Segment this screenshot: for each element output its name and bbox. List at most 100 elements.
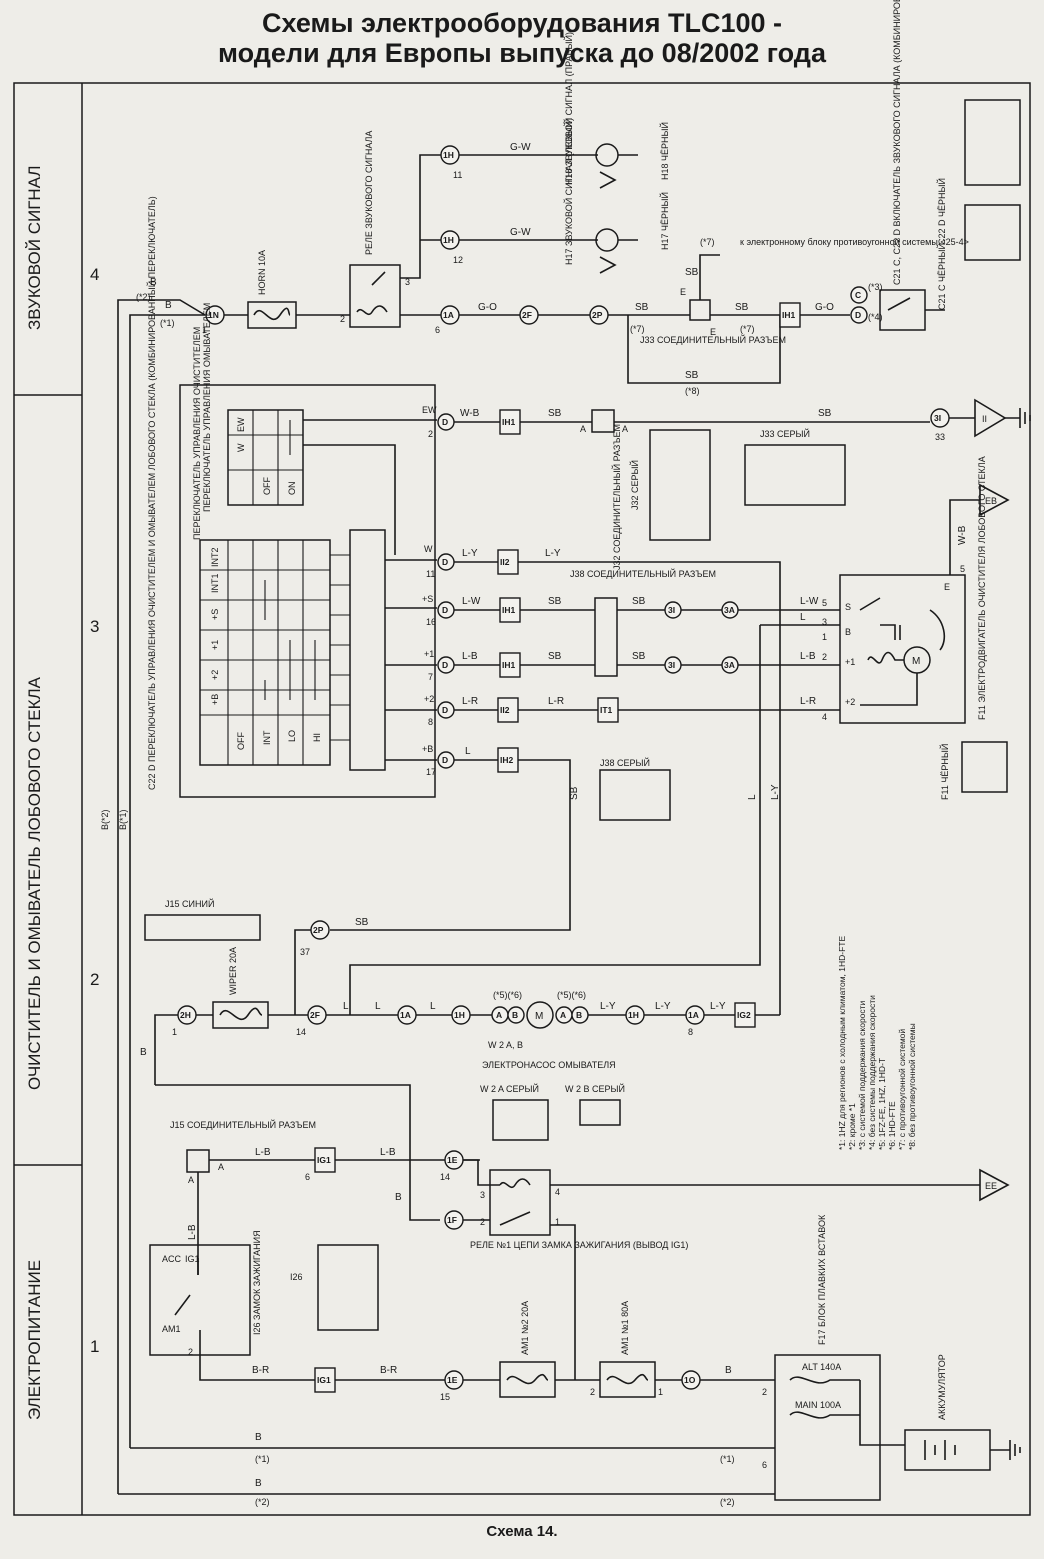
svg-text:INT2: INT2 — [210, 547, 220, 567]
c22-connector: C22 D ЧЁРНЫЙ — [936, 178, 947, 245]
f17-fusible-block — [774, 1354, 881, 1501]
pump-connector: W 2 A, B — [488, 1040, 523, 1050]
svg-text:(*2): (*2) — [255, 1497, 270, 1507]
svg-text:3I: 3I — [668, 660, 675, 670]
svg-text:(*2): (*2) — [720, 1497, 735, 1507]
j32-connector-drawing — [649, 429, 711, 541]
svg-text:*2: кроме *1: *2: кроме *1 — [847, 1103, 857, 1150]
svg-text:SB: SB — [632, 596, 646, 607]
svg-text:5: 5 — [960, 564, 965, 574]
svg-text:G-O: G-O — [815, 302, 834, 313]
svg-text:IH2: IH2 — [500, 755, 514, 765]
svg-text:EB: EB — [985, 496, 997, 506]
washer-switch-label: ПЕРЕКЛЮЧАТЕЛЬ УПРАВЛЕНИЯ ОМЫВАТЕЛЕМ — [202, 303, 212, 512]
svg-text:IG1: IG1 — [185, 1254, 200, 1264]
svg-text:II2: II2 — [500, 705, 510, 715]
svg-text:L-Y: L-Y — [545, 548, 561, 559]
svg-text:M: M — [912, 656, 920, 667]
svg-text:D: D — [442, 605, 448, 615]
svg-text:12: 12 — [453, 255, 463, 265]
svg-text:3A: 3A — [724, 605, 735, 615]
i26-connector-drawing — [317, 1244, 379, 1331]
svg-text:A: A — [622, 424, 628, 434]
svg-text:S: S — [845, 602, 851, 612]
svg-text:2: 2 — [188, 1347, 193, 1357]
svg-text:II: II — [982, 414, 987, 424]
svg-text:1: 1 — [658, 1387, 663, 1397]
horn-left — [595, 228, 619, 252]
svg-text:1A: 1A — [443, 310, 454, 320]
svg-text:8: 8 — [688, 1027, 693, 1037]
svg-text:8: 8 — [428, 717, 433, 727]
svg-text:OFF: OFF — [262, 477, 272, 495]
svg-text:ACC: ACC — [162, 1254, 182, 1264]
svg-text:L: L — [375, 1001, 381, 1012]
svg-text:(*5)(*6): (*5)(*6) — [493, 990, 522, 1000]
svg-text:D: D — [442, 557, 448, 567]
svg-text:L-R: L-R — [462, 696, 478, 707]
svg-text:*3: с системой поддержания ско: *3: с системой поддержания скорости — [857, 1000, 867, 1150]
svg-text:14: 14 — [440, 1172, 450, 1182]
svg-text:(*1): (*1) — [160, 318, 175, 328]
ignition-label: I26 ЗАМОК ЗАЖИГАНИЯ — [252, 1230, 262, 1335]
j38-connector-drawing — [599, 769, 671, 821]
svg-text:*7: с противоугонной системой: *7: с противоугонной системой — [897, 1029, 907, 1150]
wiper-motor-label: F11 ЭЛЕКТРОДВИГАТЕЛЬ ОЧИСТИТЕЛЯ ЛОБОВОГО… — [977, 456, 987, 720]
ground-ee — [979, 1168, 1010, 1202]
svg-text:(*1): (*1) — [720, 1454, 735, 1464]
svg-text:SB: SB — [548, 408, 562, 419]
j38-connector: J38 СЕРЫЙ — [600, 757, 650, 768]
svg-text:37: 37 — [300, 947, 310, 957]
svg-text:2: 2 — [428, 429, 433, 439]
c22-connector-drawing — [964, 99, 1021, 186]
svg-text:2: 2 — [590, 1387, 595, 1397]
svg-text:SB: SB — [685, 370, 699, 381]
svg-text:+B: +B — [210, 694, 220, 705]
svg-text:M: M — [535, 1011, 543, 1022]
section-wiper: ОЧИСТИТЕЛЬ И ОМЫВАТЕЛЬ ЛОБОВОГО СТЕКЛА — [25, 676, 44, 1090]
svg-text:L-B: L-B — [255, 1147, 271, 1158]
washer-pump-motor — [526, 1001, 554, 1029]
svg-text:A: A — [580, 424, 586, 434]
svg-text:1E: 1E — [447, 1375, 458, 1385]
svg-text:B: B — [165, 300, 172, 311]
svg-text:A: A — [188, 1175, 194, 1185]
svg-text:1H: 1H — [443, 150, 454, 160]
svg-text:3I: 3I — [934, 413, 941, 423]
svg-text:+1: +1 — [210, 640, 220, 650]
svg-text:7: 7 — [428, 672, 433, 682]
svg-text:2F: 2F — [310, 1010, 320, 1020]
connector-c-horn — [850, 286, 868, 304]
svg-text:E: E — [680, 287, 686, 297]
svg-text:W: W — [236, 443, 246, 452]
svg-text:3: 3 — [405, 277, 410, 287]
svg-text:1O: 1O — [684, 1375, 696, 1385]
svg-text:A: A — [560, 1010, 566, 1020]
svg-text:16: 16 — [426, 617, 436, 627]
section-horn: ЗВУКОВОЙ СИГНАЛ — [25, 165, 44, 330]
j33-connector: J33 СЕРЫЙ — [760, 428, 810, 439]
svg-text:SB: SB — [632, 651, 646, 662]
svg-text:IH1: IH1 — [782, 310, 796, 320]
svg-text:*8: без противоугонной системы: *8: без противоугонной системы — [907, 1023, 917, 1150]
svg-text:SB: SB — [635, 302, 649, 313]
svg-text:B: B — [150, 277, 157, 288]
svg-text:G-W: G-W — [510, 227, 531, 238]
svg-text:L-Y: L-Y — [462, 548, 478, 559]
switch-bus — [349, 529, 386, 771]
ignition-connector: I26 — [290, 1272, 303, 1282]
horn-relay — [349, 264, 401, 328]
svg-text:1: 1 — [555, 1217, 560, 1227]
svg-text:HI: HI — [312, 733, 322, 742]
connector-d-horn — [850, 306, 868, 324]
antitheft-label: к электронному блоку противоугонной сист… — [740, 237, 969, 247]
svg-text:B: B — [395, 1192, 402, 1203]
wiper-fuse — [212, 1001, 269, 1029]
svg-text:L-Y: L-Y — [770, 784, 781, 800]
svg-text:G-W: G-W — [510, 142, 531, 153]
svg-text:B: B — [512, 1010, 518, 1020]
wire-b-1 — [129, 314, 205, 1448]
svg-text:W: W — [424, 544, 433, 554]
